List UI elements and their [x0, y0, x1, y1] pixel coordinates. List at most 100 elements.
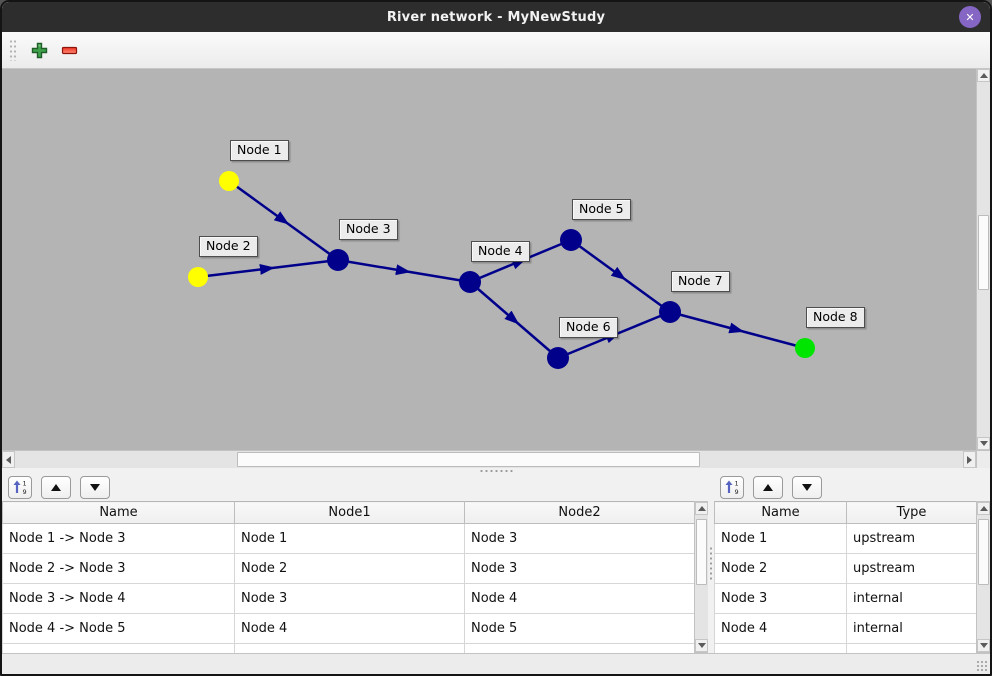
network-node-node-2[interactable] [188, 267, 208, 287]
sort-button[interactable]: 1 9 [720, 475, 744, 499]
svg-text:1: 1 [735, 480, 739, 488]
edge-node-1-to-node-3[interactable] [228, 179, 339, 262]
scroll-right-button[interactable] [963, 451, 976, 468]
table-cell[interactable]: Node 4 [714, 613, 847, 644]
table-cell[interactable]: Node 3 [464, 523, 694, 554]
edges-table-scrollbar[interactable] [694, 501, 708, 653]
network-node-node-7[interactable] [659, 301, 681, 323]
splitter-grip-icon [479, 468, 513, 473]
table-cell[interactable]: Node 3 [234, 583, 465, 614]
scroll-down-button[interactable] [977, 639, 990, 652]
toolbar-grip-handle[interactable] [9, 39, 17, 61]
table-cell[interactable]: Node 3 [714, 583, 847, 614]
edge-node-7-to-node-8[interactable] [669, 310, 806, 350]
edge-node-4-to-node-6[interactable] [469, 281, 559, 359]
table-cell[interactable] [464, 643, 694, 653]
move-down-button[interactable] [80, 475, 110, 499]
table-cell[interactable]: Node 1 -> Node 3 [2, 523, 235, 554]
title-bar[interactable]: River network - MyNewStudy ✕ [2, 2, 990, 32]
table-cell[interactable]: Node 3 -> Node 4 [2, 583, 235, 614]
scroll-down-button[interactable] [977, 437, 990, 450]
canvas-vertical-scrollbar[interactable] [976, 69, 990, 450]
table-cell[interactable]: Node 2 -> Node 3 [2, 553, 235, 584]
scrollbar-thumb[interactable] [978, 215, 989, 290]
down-arrow-icon [90, 483, 100, 491]
table-cell[interactable]: Node 4 [234, 613, 465, 644]
scrollbar-track[interactable] [977, 515, 990, 639]
move-up-button[interactable] [753, 475, 783, 499]
network-node-node-1[interactable] [219, 171, 239, 191]
table-cell[interactable]: Node 4 [464, 583, 694, 614]
table-cell[interactable]: upstream [846, 553, 976, 584]
move-down-button[interactable] [792, 475, 822, 499]
scrollbar-thumb[interactable] [237, 452, 700, 467]
network-node-node-6[interactable] [547, 347, 569, 369]
node-label-node-6: Node 6 [559, 317, 618, 338]
network-node-node-5[interactable] [560, 229, 582, 251]
nodes-table-toolbar: 1 9 [714, 473, 990, 501]
table-cell[interactable] [846, 643, 976, 653]
window-resize-grip[interactable] [976, 660, 987, 671]
scroll-up-button[interactable] [695, 502, 708, 515]
scrollbar-track[interactable] [695, 515, 708, 639]
scroll-up-button[interactable] [977, 502, 990, 515]
svg-text:9: 9 [23, 488, 27, 495]
table-cell[interactable]: Node 1 [234, 523, 465, 554]
vertical-splitter[interactable] [708, 473, 714, 653]
scrollbar-track[interactable] [977, 82, 990, 437]
edge-node-2-to-node-3[interactable] [197, 258, 339, 279]
close-button[interactable]: ✕ [959, 6, 981, 28]
arrow-down-icon [979, 643, 988, 648]
node-label-node-5: Node 5 [572, 199, 631, 220]
edge-node-3-to-node-4[interactable] [337, 258, 471, 284]
table-cell[interactable]: Node 2 [234, 553, 465, 584]
remove-node-button[interactable] [54, 36, 84, 64]
canvas-horizontal-scrollbar[interactable] [2, 450, 990, 468]
scroll-up-button[interactable] [977, 69, 990, 82]
column-header-name[interactable]: Name [2, 501, 235, 524]
table-cell[interactable]: upstream [846, 523, 976, 554]
arrow-up-icon [979, 73, 988, 78]
column-header-node2[interactable]: Node2 [464, 501, 694, 524]
nodes-table-scrollbar[interactable] [976, 501, 990, 653]
table-cell[interactable]: Node 5 [464, 613, 694, 644]
node-label-node-2: Node 2 [199, 236, 258, 257]
network-node-node-3[interactable] [327, 249, 349, 271]
window-title: River network - MyNewStudy [386, 9, 606, 25]
edge-node-5-to-node-7[interactable] [570, 238, 671, 314]
up-arrow-icon [51, 483, 61, 491]
horizontal-splitter[interactable] [2, 468, 990, 473]
column-header-name[interactable]: Name [714, 501, 847, 524]
network-node-node-8[interactable] [795, 338, 815, 358]
table-cell[interactable] [2, 643, 235, 653]
move-up-button[interactable] [41, 475, 71, 499]
table-cell[interactable]: internal [846, 583, 976, 614]
column-header-type[interactable]: Type [846, 501, 976, 524]
column-header-node1[interactable]: Node1 [234, 501, 465, 524]
splitter-grip-icon [709, 546, 713, 580]
down-arrow-icon [802, 483, 812, 491]
table-cell[interactable]: Node 2 [714, 553, 847, 584]
scrollbar-thumb[interactable] [696, 519, 707, 585]
table-cell[interactable]: Node 3 [464, 553, 694, 584]
table-cell[interactable]: internal [846, 613, 976, 644]
arrow-right-icon [967, 455, 972, 464]
network-node-node-4[interactable] [459, 271, 481, 293]
add-node-button[interactable] [24, 36, 54, 64]
scrollbar-thumb[interactable] [978, 519, 989, 585]
scrollbar-track[interactable] [15, 451, 963, 468]
table-cell[interactable]: Node 4 -> Node 5 [2, 613, 235, 644]
table-cell[interactable] [714, 643, 847, 653]
table-cell[interactable] [234, 643, 465, 653]
toolbar [2, 32, 990, 69]
scroll-left-button[interactable] [2, 451, 15, 468]
scroll-down-button[interactable] [695, 639, 708, 652]
table-cell[interactable]: Node 1 [714, 523, 847, 554]
sort-button[interactable]: 1 9 [8, 475, 32, 499]
node-label-node-1: Node 1 [230, 140, 289, 161]
